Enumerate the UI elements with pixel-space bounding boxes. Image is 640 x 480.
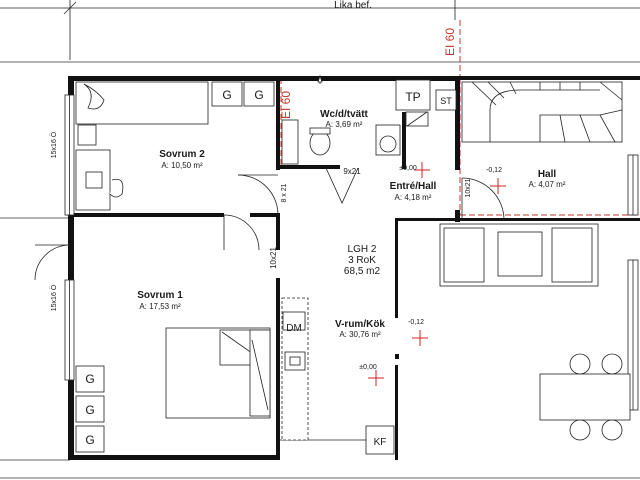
door-dim-8x21: 8 x 21 [281, 183, 288, 202]
level-hall: -0,12 [486, 167, 502, 174]
door-dim-9x21: 9x21 [343, 167, 361, 176]
header-title: Lika bef. [334, 0, 372, 11]
room-name-entre: Entré/Hall [390, 181, 437, 192]
fire-rating-left: EI 60 [279, 91, 293, 119]
level-vrum-center: ±0,00 [359, 364, 377, 371]
level-marks [368, 162, 506, 386]
bed-sovrum1 [165, 327, 271, 419]
room-area-vrum: A: 30,76 m² [339, 330, 381, 339]
tp-label: TP [405, 90, 420, 104]
wardrobe-g-label: G [254, 88, 263, 102]
room-name-wc: Wc/d/tvätt [320, 109, 368, 120]
room-name-sovrum2: Sovrum 2 [159, 149, 205, 160]
dining-group [539, 353, 631, 441]
interior-walls [74, 80, 640, 460]
desk-sovrum2 [75, 149, 124, 211]
wardrobe-g-label: G [85, 403, 94, 417]
room-name-hall: Hall [538, 169, 557, 180]
wardrobe-sovrum1 [75, 365, 105, 453]
exterior-walls [68, 76, 640, 460]
door-dim-10x21: 10x21 [269, 247, 278, 269]
room-name-sovrum1: Sovrum 1 [137, 290, 183, 301]
column-marker [395, 354, 399, 359]
window-dim: 15x16 Ö [50, 284, 58, 311]
wc-fixtures [281, 74, 457, 165]
bed-sovrum2 [75, 81, 209, 146]
room-area-wc: A: 3,69 m² [326, 120, 363, 129]
wardrobe-g-label: G [222, 88, 231, 102]
unit-rooms: 3 RoK [348, 255, 376, 266]
sofa-group [439, 223, 599, 287]
level-entre: ±0,00 [399, 165, 417, 172]
door-dim-7x21: 7x21 [69, 258, 76, 273]
room-area-sovrum1: A: 17,53 m² [139, 302, 181, 311]
dimension-line [0, 0, 640, 60]
unit-id: LGH 2 [348, 244, 377, 255]
wardrobe-g-label: G [85, 372, 94, 386]
level-vrum-right: -0,12 [408, 319, 424, 326]
room-area-sovrum2: A: 10,50 m² [161, 161, 203, 170]
staircase [461, 81, 623, 143]
kf-label: KF [374, 437, 387, 448]
fire-rating-top: EI 60 [443, 28, 457, 56]
unit-area: 68,5 m2 [344, 266, 381, 277]
room-area-entre: A: 4,18 m² [395, 193, 432, 202]
dm-label: DM [286, 323, 302, 334]
window-dim: 15x16 Ö [50, 131, 58, 158]
door-dim-10x21: 10x21 [465, 178, 472, 197]
wardrobe-sovrum2 [211, 81, 275, 107]
st-label: ST [440, 96, 452, 106]
room-area-hall: A: 4,07 m² [529, 180, 566, 189]
room-name-vrum: V-rum/Kök [335, 319, 385, 330]
wardrobe-g-label: G [85, 433, 94, 447]
windows [64, 94, 639, 411]
outer-lines [0, 61, 640, 479]
doors [34, 167, 505, 441]
kitchen-fixtures [282, 311, 395, 455]
